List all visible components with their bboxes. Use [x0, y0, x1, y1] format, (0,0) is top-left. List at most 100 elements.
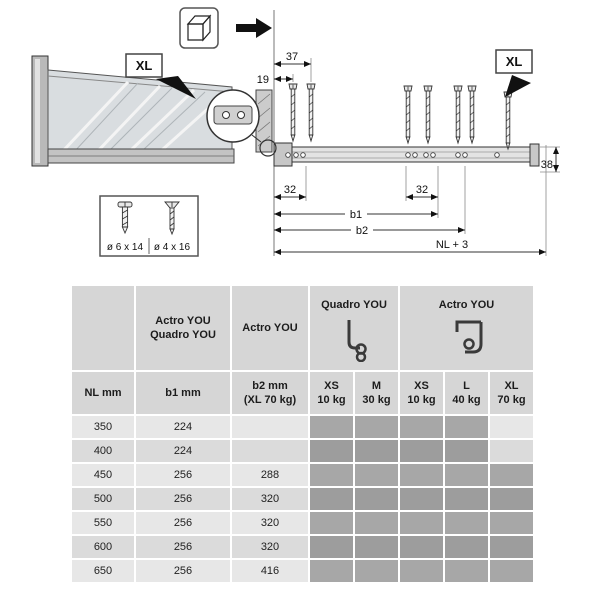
nl-cell: 500 — [70, 486, 136, 512]
b2-column-title: Actro YOU — [230, 284, 310, 372]
technical-diagram: XL XL 37 19 38 32 — [31, 7, 560, 257]
header-spacer — [70, 284, 136, 372]
b1-cell: 224 — [134, 438, 232, 464]
dim-b1-text: b1 — [350, 209, 362, 221]
availability-cell-available — [308, 414, 355, 440]
availability-cell-available — [443, 438, 490, 464]
availability-cell-available — [488, 510, 535, 536]
screw-icon — [503, 91, 513, 150]
nl-cell: 350 — [70, 414, 136, 440]
availability-cell-available — [398, 510, 445, 536]
col-header-b2-line2: (XL 70 kg) — [243, 394, 297, 406]
quadro-you-profile-icon — [347, 319, 367, 362]
b1-cell: 256 — [134, 462, 232, 488]
dim-38-text: 38 — [541, 159, 553, 171]
actro-group-label: Actro YOU — [438, 299, 495, 312]
availability-cell-available — [353, 534, 400, 560]
b2-cell — [230, 414, 310, 440]
dim-19-text: 19 — [257, 74, 269, 86]
b1-cell: 256 — [134, 558, 232, 584]
screw-icon — [467, 85, 477, 144]
direction-arrow-icon — [236, 18, 272, 38]
xl-left-pointer — [156, 76, 196, 99]
actro-you-profile-icon — [455, 320, 482, 354]
screw-icon — [306, 83, 316, 142]
availability-cell-available — [488, 558, 535, 584]
dim-32-left-text: 32 — [284, 184, 296, 196]
screw-icon — [288, 83, 298, 142]
availability-cell-available — [443, 534, 490, 560]
col-header-actro-l: L 40 kg — [443, 370, 490, 416]
availability-cell-available — [398, 462, 445, 488]
pan-head-screw-icon — [117, 201, 133, 235]
availability-cell-available — [308, 438, 355, 464]
availability-cell-available — [443, 414, 490, 440]
spec-table-container: Actro YOU Quadro YOU Actro YOU Quadro YO… — [70, 284, 600, 584]
quadro-group-label: Quadro YOU — [321, 299, 387, 312]
availability-cell-available — [488, 462, 535, 488]
xl-left-text: XL — [136, 58, 153, 73]
drawer-slide-rail — [273, 142, 540, 167]
dim-37-text: 37 — [286, 51, 298, 63]
mounting-screws — [288, 83, 513, 150]
screw-icon — [453, 85, 463, 144]
availability-cell-available — [353, 486, 400, 512]
availability-cell-available — [443, 510, 490, 536]
availability-cell-available — [398, 534, 445, 560]
b1-title-line2: Quadro YOU — [150, 329, 216, 341]
quadro-group-header: Quadro YOU — [308, 284, 400, 372]
availability-cell-available — [308, 534, 355, 560]
dimension-b2: b2 — [274, 223, 465, 237]
countersunk-screw-icon — [164, 201, 180, 236]
dimension-32-right: 32 — [406, 184, 438, 200]
nl-cell: 600 — [70, 534, 136, 560]
b1-title-line1: Actro YOU — [155, 314, 211, 327]
dimension-37: 37 — [274, 51, 311, 67]
screw-icon — [423, 85, 433, 144]
dimension-32-left: 32 — [274, 184, 306, 200]
availability-cell-available — [308, 558, 355, 584]
dimension-19: 19 — [257, 74, 293, 86]
nl-cell: 450 — [70, 462, 136, 488]
b1-column-title: Actro YOU Quadro YOU — [134, 284, 232, 372]
availability-cell-available — [488, 486, 535, 512]
availability-cell-available — [353, 510, 400, 536]
b2-cell — [230, 438, 310, 464]
b2-cell: 320 — [230, 486, 310, 512]
b2-cell: 320 — [230, 534, 310, 560]
col-header-quadro-m: M 30 kg — [353, 370, 400, 416]
availability-cell-unavailable — [488, 414, 535, 440]
spec-table: Actro YOU Quadro YOU Actro YOU Quadro YO… — [70, 284, 535, 584]
dimension-b1: b1 — [274, 207, 438, 221]
actro-group-header: Actro YOU — [398, 284, 535, 372]
drawer-box-icon — [179, 7, 219, 49]
availability-cell-available — [353, 558, 400, 584]
availability-cell-available — [353, 414, 400, 440]
front-bracket — [255, 89, 273, 153]
screw-legend: ø 6 x 14 ø 4 x 16 — [99, 195, 199, 257]
col-header-actro-xs: XS 10 kg — [398, 370, 445, 416]
b1-cell: 256 — [134, 534, 232, 560]
xl-label-left: XL — [125, 53, 196, 99]
screw-icon — [403, 85, 413, 144]
availability-cell-available — [308, 462, 355, 488]
col-header-b2: b2 mm (XL 70 kg) — [230, 370, 310, 416]
dim-nl-text: NL + 3 — [436, 239, 468, 251]
b1-cell: 256 — [134, 510, 232, 536]
availability-cell-unavailable — [488, 438, 535, 464]
availability-cell-available — [353, 438, 400, 464]
col-header-actro-xl: XL 70 kg — [488, 370, 535, 416]
dimension-38: 38 — [540, 146, 560, 173]
nl-cell: 650 — [70, 558, 136, 584]
availability-cell-available — [398, 558, 445, 584]
b1-cell: 224 — [134, 414, 232, 440]
screw-large-label: ø 6 x 14 — [107, 242, 144, 253]
detail-magnifier — [206, 89, 277, 157]
